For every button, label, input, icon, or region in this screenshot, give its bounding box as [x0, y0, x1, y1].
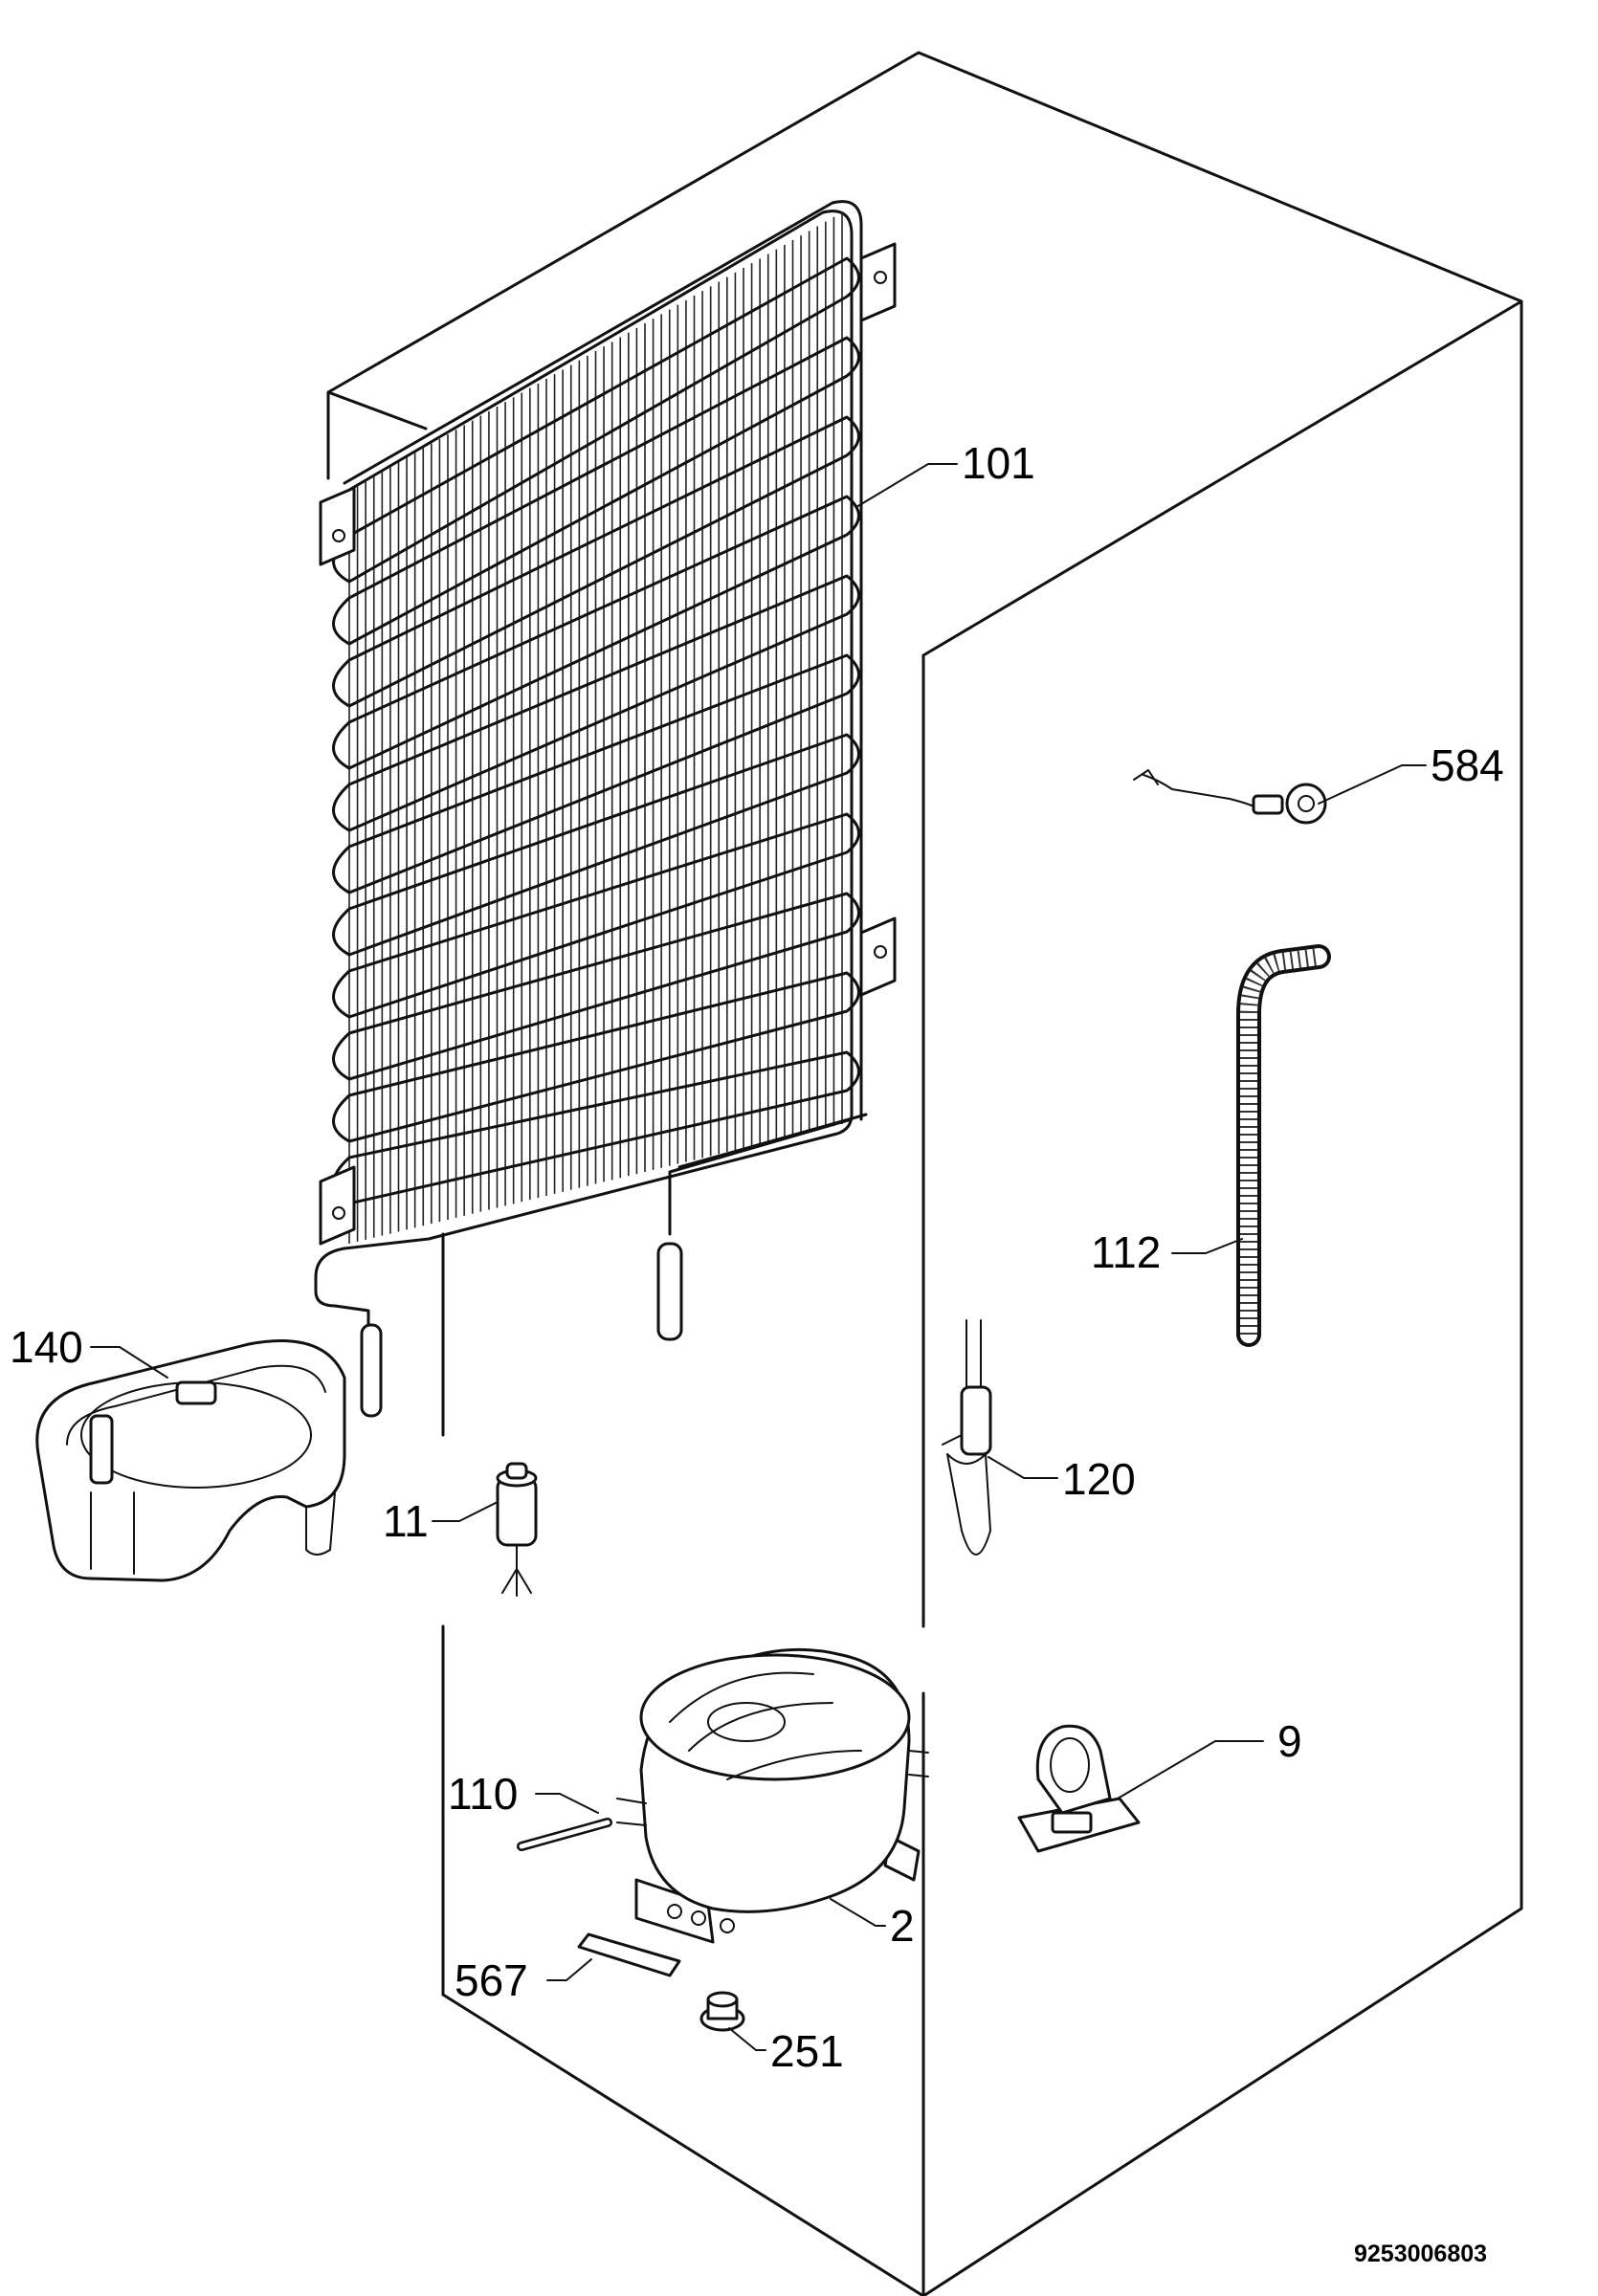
condenser-coil-loop — [332, 495, 860, 770]
relay-part-120 — [942, 1319, 992, 1556]
condenser-coil-loop — [332, 574, 860, 832]
pipe-part-110 — [517, 1818, 612, 1851]
condenser-coil-loop — [332, 336, 860, 646]
callout-label-120: 120 — [1062, 1454, 1136, 1504]
callout-label-584: 584 — [1431, 740, 1504, 790]
callout-label-567: 567 — [455, 1955, 528, 2005]
wire-clip-part-9 — [1017, 1724, 1141, 1853]
condenser-coil-loop — [332, 971, 860, 1143]
callout-label-140: 140 — [10, 1322, 83, 1372]
callout-labels: 101 584 112 140 11 120 9 110 2 567 251 — [10, 438, 1504, 2076]
callout-leader-lines — [90, 463, 1427, 2051]
callout-label-251: 251 — [770, 2026, 844, 2076]
callout-label-9: 9 — [1277, 1716, 1302, 1766]
condenser-coil — [314, 200, 897, 1418]
grommet-part-251 — [699, 1991, 745, 2032]
sensor-part-11 — [496, 1462, 538, 1597]
condenser-coil-loop — [332, 733, 860, 957]
condenser-coil-loop — [332, 892, 860, 1081]
condenser-coil-loop — [332, 653, 860, 894]
condenser-coil-loop — [332, 415, 860, 708]
callout-label-110: 110 — [448, 1769, 518, 1819]
mounting-plate-part-567 — [577, 1932, 681, 1977]
grommet-part-584 — [1133, 769, 1327, 825]
callout-label-2: 2 — [890, 1901, 915, 1951]
condenser-coil-loop — [332, 812, 860, 1019]
drip-tray — [35, 1339, 346, 1582]
drawing-number: 9253006803 — [1354, 2241, 1487, 2267]
callout-label-112: 112 — [1091, 1227, 1161, 1277]
compressor-part-2 — [616, 1647, 929, 1944]
callout-label-11: 11 — [383, 1496, 429, 1546]
callout-label-101: 101 — [962, 438, 1035, 488]
drain-hose-part-112 — [1236, 944, 1331, 1347]
cabinet-outline — [326, 51, 1523, 2296]
